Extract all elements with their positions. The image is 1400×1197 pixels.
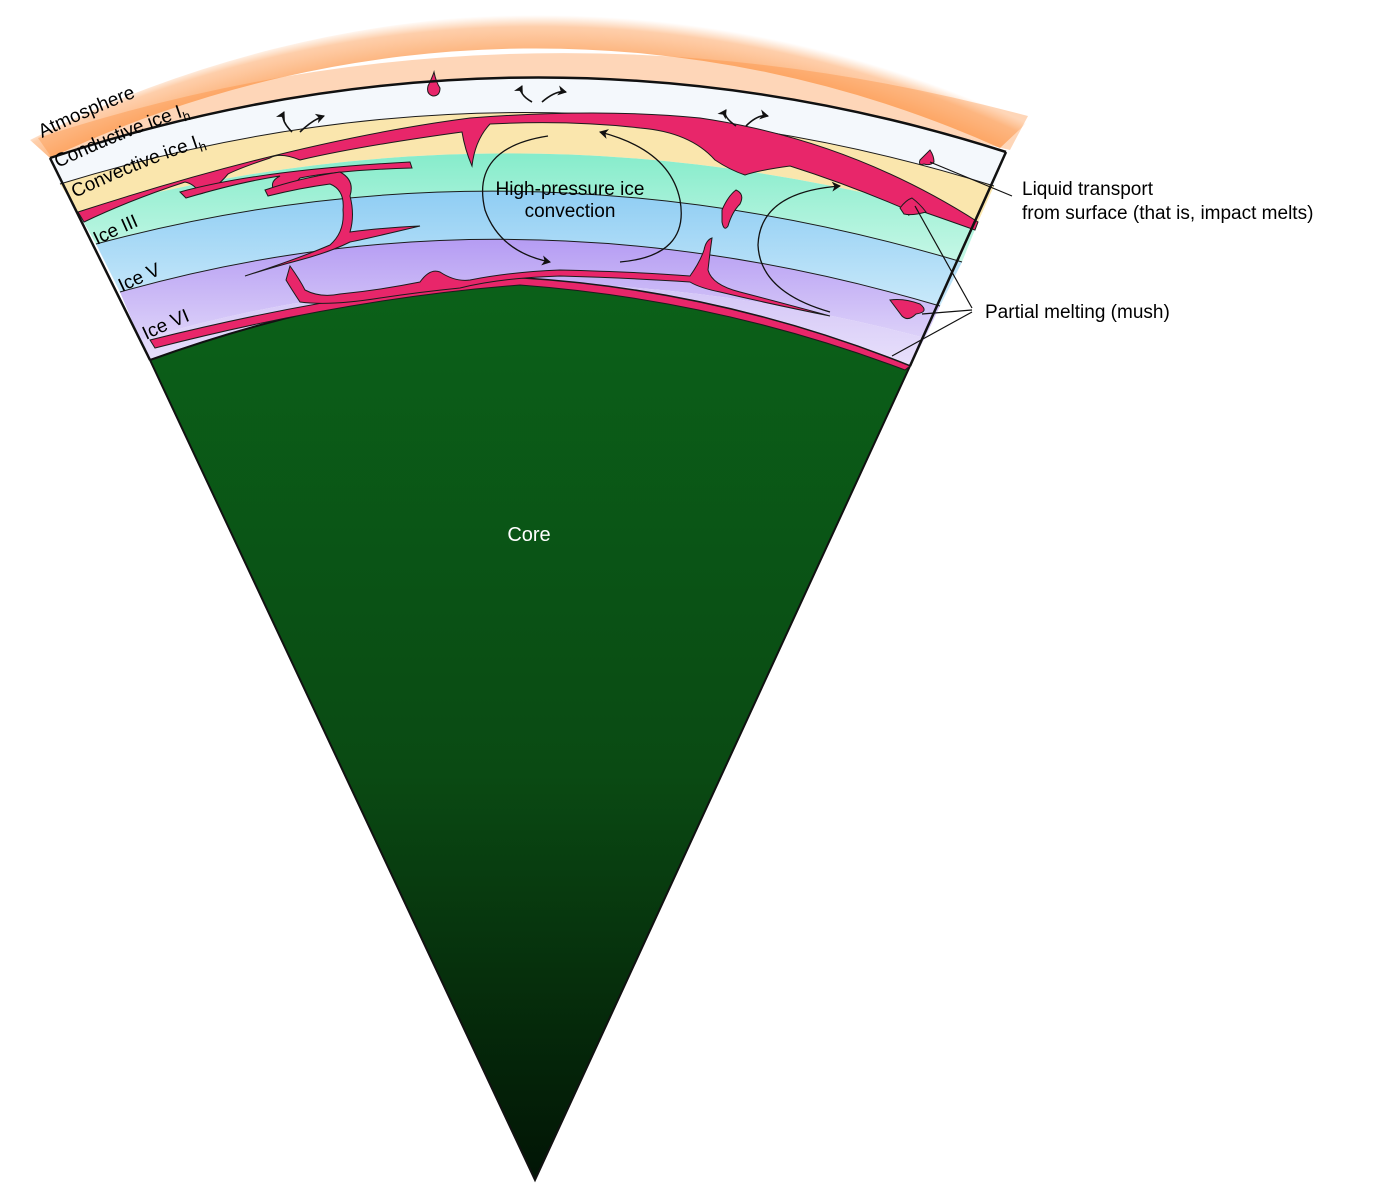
label-partial-melting: Partial melting (mush) xyxy=(985,302,1170,323)
ice-v-layer xyxy=(120,239,940,340)
atmosphere-glow-outer xyxy=(38,53,1028,158)
ice-iii-layer xyxy=(96,191,962,306)
atmosphere-glow xyxy=(30,13,1035,159)
surface-convection-arrows xyxy=(275,85,769,133)
hp-convection-arrows xyxy=(481,129,841,313)
melt-channels xyxy=(77,70,979,371)
label-liquid-transport-line1: Liquid transport xyxy=(1022,179,1154,200)
layer-boundaries xyxy=(59,112,995,307)
sector-outline xyxy=(48,76,1008,367)
label-liquid-transport-line2: from surface (that is, impact melts) xyxy=(1022,203,1313,224)
label-hp-convection-line1: High-pressure ice xyxy=(496,179,645,200)
label-hp-convection-line2: convection xyxy=(525,201,616,222)
core-region xyxy=(148,276,912,1183)
annotation-leaders xyxy=(891,161,1013,357)
conductive-ice-layer xyxy=(50,77,1006,186)
label-core: Core xyxy=(507,524,550,546)
